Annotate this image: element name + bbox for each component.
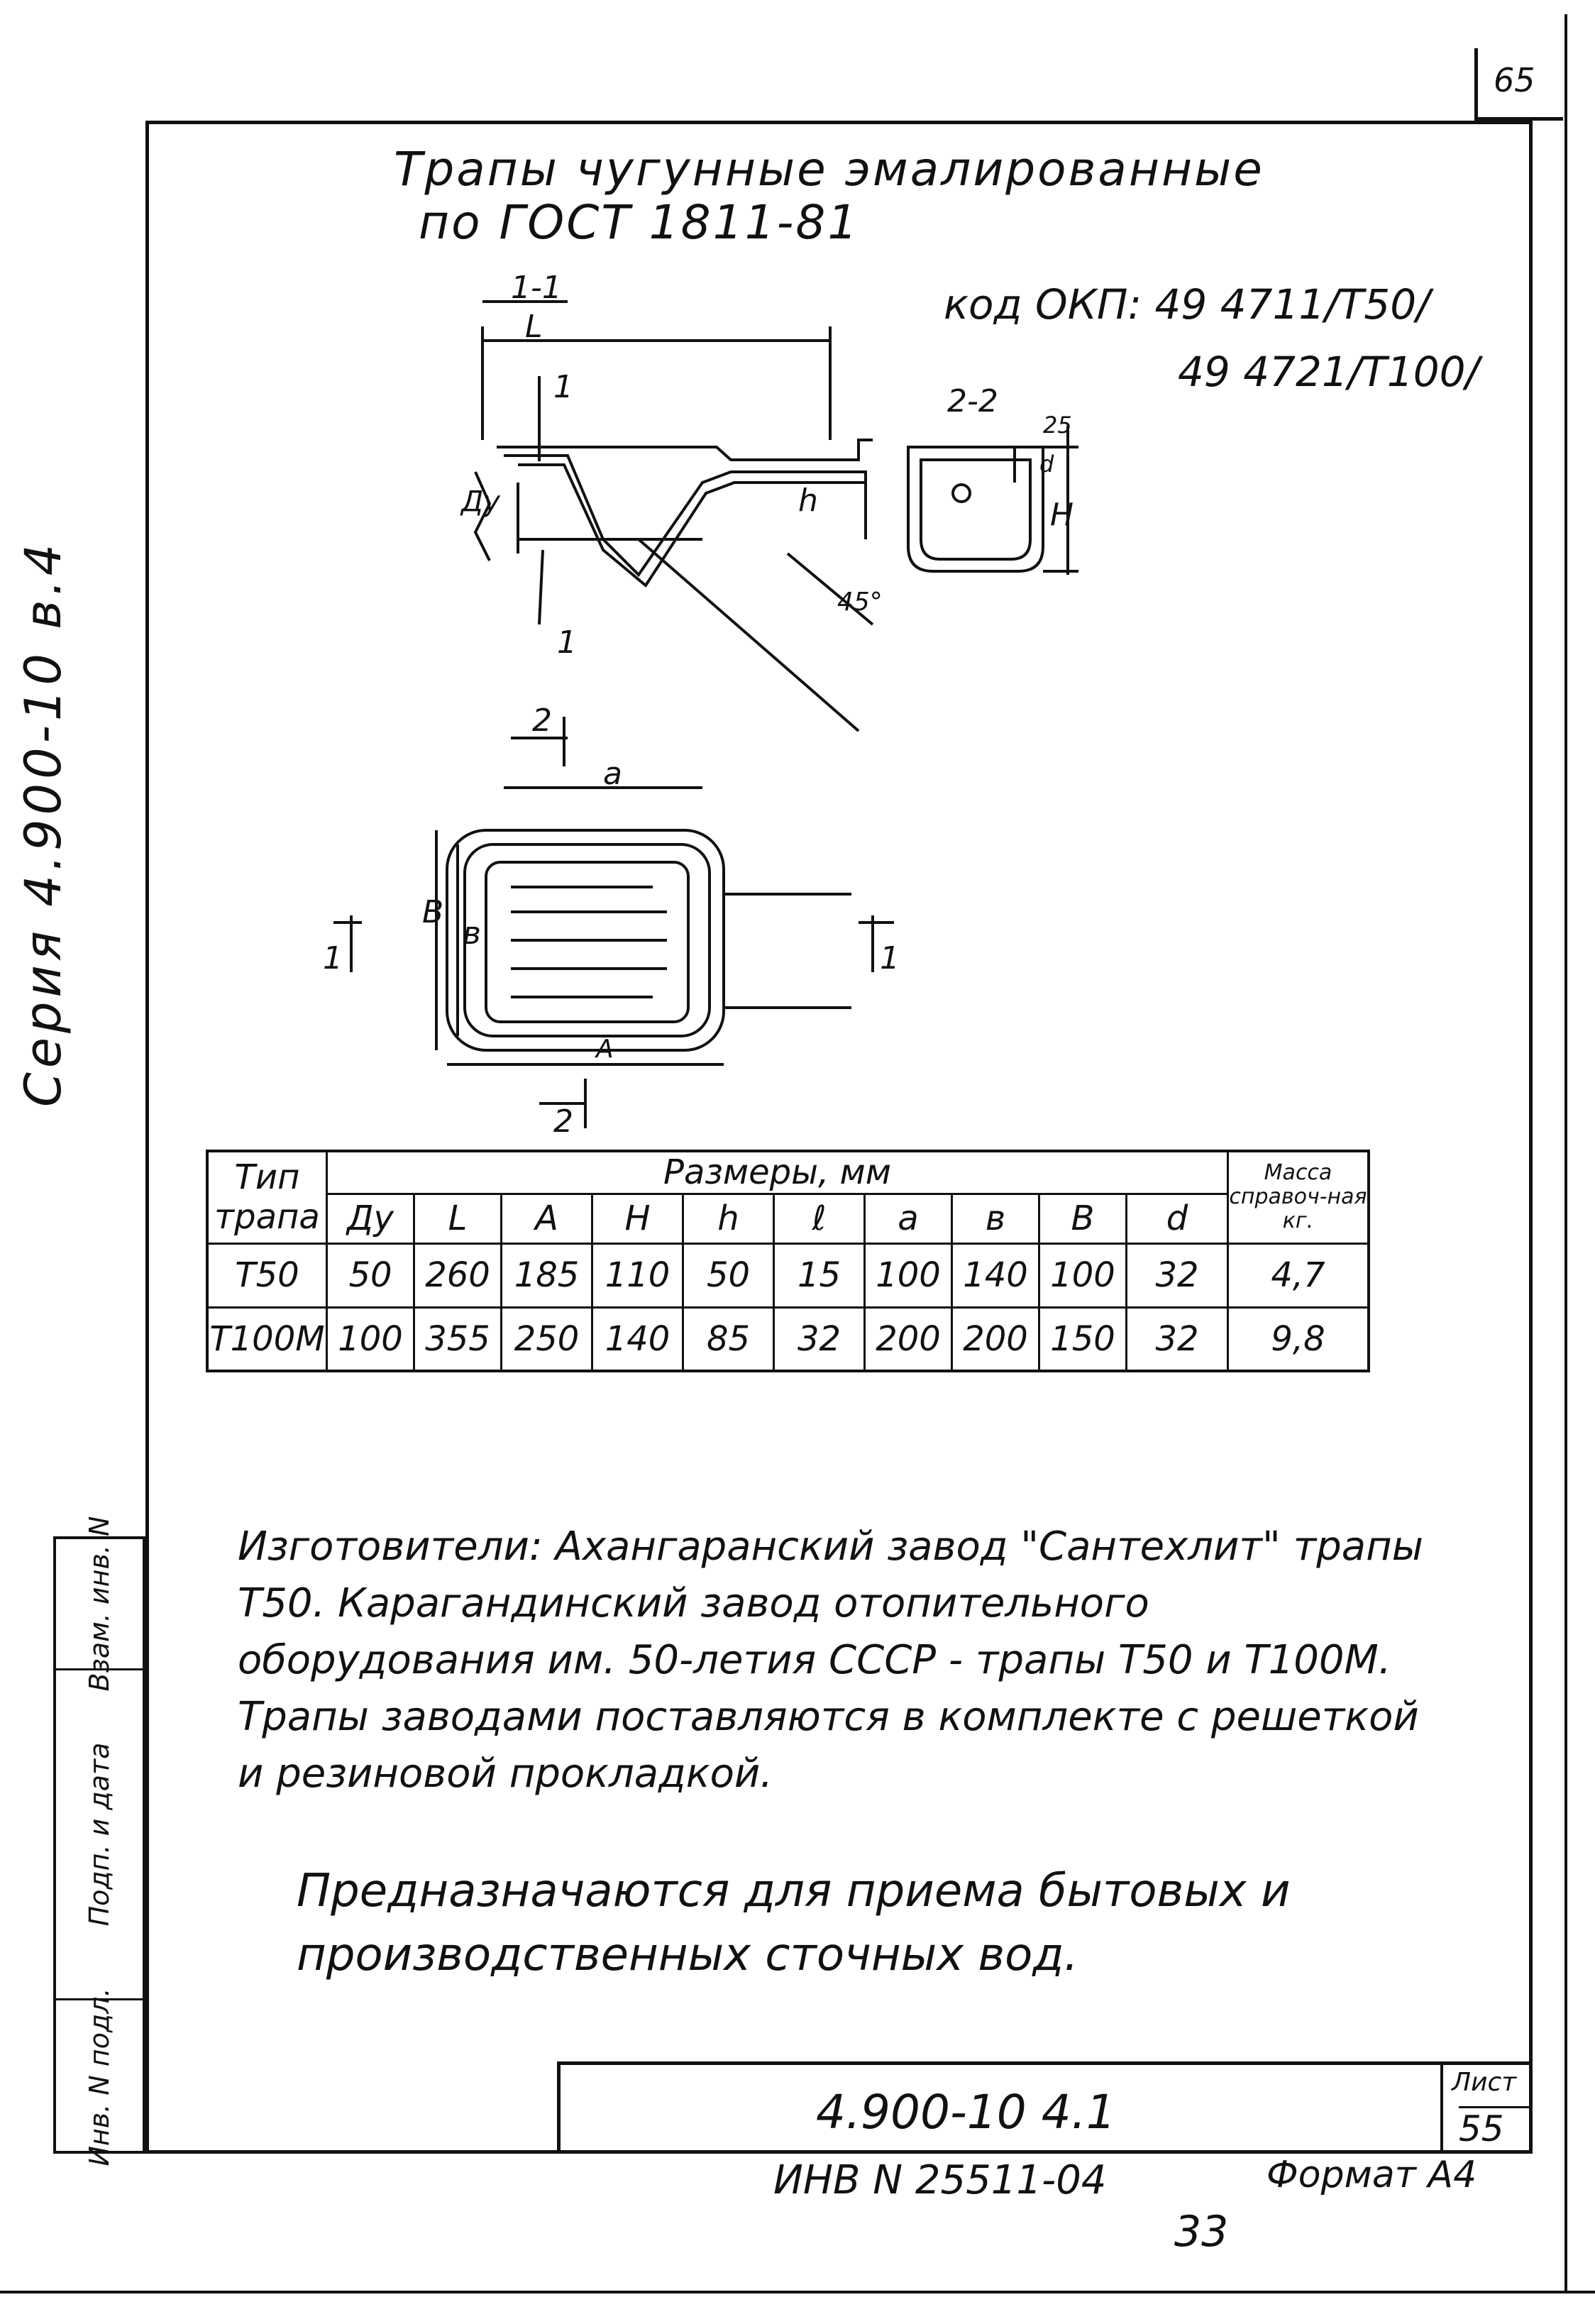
table-cell: 50 [326,1242,415,1309]
label-A: А [595,1035,614,1064]
title-line-2: по ГОСТ 1811-81 [419,195,860,250]
label-mark-2-top: 2 [532,703,552,739]
label-a: а [603,756,622,792]
strip-label-podp-data: Подп. и дата [84,1742,115,1927]
label-mark-1-top: 1 [553,369,573,405]
table-cell: 100 [863,1242,953,1309]
sheet-label: Лист [1452,2068,1517,2097]
row-mass: 9,8 [1227,1306,1370,1372]
label-1-left: 1 [323,940,343,976]
column-header: ℓ [773,1192,866,1245]
label-B: В [422,894,443,930]
label-h: h [798,483,818,519]
column-header: в [951,1192,1040,1245]
label-mark-1-bottom: 1 [557,624,577,661]
purpose-note: Предназначаются для приема бытовых и про… [297,1865,1291,1981]
label-25: 25 [1043,412,1072,439]
column-header: h [682,1192,775,1245]
row-type: Т50 [206,1242,328,1309]
table-cell: 32 [773,1306,866,1372]
table-cell: 250 [500,1306,593,1372]
table-cell: 50 [682,1242,775,1309]
label-1-right: 1 [880,940,900,976]
table-cell: 200 [863,1306,953,1372]
drawing-frame [145,121,1533,2154]
approval-strip: Взам. инв. N Подп. и дата Инв. N подл. [53,1516,145,2166]
paper-format: Формат А4 [1266,2154,1477,2196]
series-label: Серия 4.900-10 в.4 [14,539,72,1107]
inventory-number: ИНВ N 25511-04 [773,2157,1107,2203]
strip-cell-inv: Инв. N подл. [56,1988,143,2166]
manufacturers-note: Изготовители: Ахангаранский завод "Санте… [238,1524,1423,1797]
table-cell: 100 [326,1306,415,1372]
sheet-number: 55 [1459,2106,1530,2149]
label-mark-2-bottom: 2 [553,1103,573,1135]
okp-code-line-1: код ОКП: 49 4711/Т50/ [944,280,1430,329]
table-cell: 260 [413,1242,502,1309]
page-number: 33 [1174,2207,1229,2257]
label-d: d [1039,451,1054,478]
column-header: L [413,1192,502,1245]
title-line-1: Трапы чугунные эмалированные [394,142,1264,197]
document-code: 4.900-10 4.1 [816,2085,1116,2139]
label-Dy: Ду [460,485,501,518]
header-mass: Масса справоч-ная кг. [1227,1150,1370,1245]
label-section-2-2: 2-2 [947,383,998,419]
table-cell: 200 [951,1306,1040,1372]
column-header: Н [591,1192,684,1245]
page-bottom-line [0,2291,1595,2293]
strip-cell-podp: Подп. и дата [56,1670,143,2000]
table-cell: 185 [500,1242,593,1309]
header-type: Тип трапа [206,1150,328,1245]
table-cell: 32 [1125,1306,1229,1372]
column-header: А [500,1192,593,1245]
column-header: d [1125,1192,1229,1245]
row-mass: 4,7 [1227,1242,1370,1309]
technical-drawing: 1-1 L 2-2 25 h H d Ду 45° 1 1 2 2 а в В … [323,270,1078,1135]
label-angle: 45° [837,588,883,617]
label-b: в [463,915,481,952]
sheet-box: Лист 55 [1440,2065,1533,2154]
table-cell: 32 [1125,1242,1229,1309]
label-section-1-1: 1-1 [511,270,562,306]
table-cell: 140 [951,1242,1040,1309]
table-cell: 100 [1038,1242,1127,1309]
page-edge-line [1564,14,1567,2292]
table-cell: 150 [1038,1306,1127,1372]
column-header: В [1038,1192,1127,1245]
label-H: H [1050,497,1074,533]
table-cell: 110 [591,1242,684,1309]
corner-sheet-box: 65 [1474,48,1563,121]
title-block: 4.900-10 4.1 Лист 55 [557,2061,1533,2154]
strip-label-vzam-inv: Взам. инв. N [84,1516,115,1692]
table-cell: 85 [682,1306,775,1372]
table-cell: 15 [773,1242,866,1309]
column-header: Ду [326,1192,415,1245]
header-sizes: Размеры, мм [326,1150,1229,1195]
strip-label-inv-podl: Инв. N подл. [84,1988,115,2166]
table-cell: 140 [591,1306,684,1372]
row-type: Т100М [206,1306,328,1372]
strip-cell-vzam: Взам. инв. N [56,1516,143,1691]
column-header: а [863,1192,953,1245]
label-L: L [525,309,543,345]
corner-sheet-number: 65 [1494,61,1535,99]
okp-code-line-2: 49 4721/Т100/ [1178,348,1480,396]
dimensions-table: Тип трапа Размеры, мм Масса справоч-ная … [206,1150,1370,1372]
table-cell: 355 [413,1306,502,1372]
